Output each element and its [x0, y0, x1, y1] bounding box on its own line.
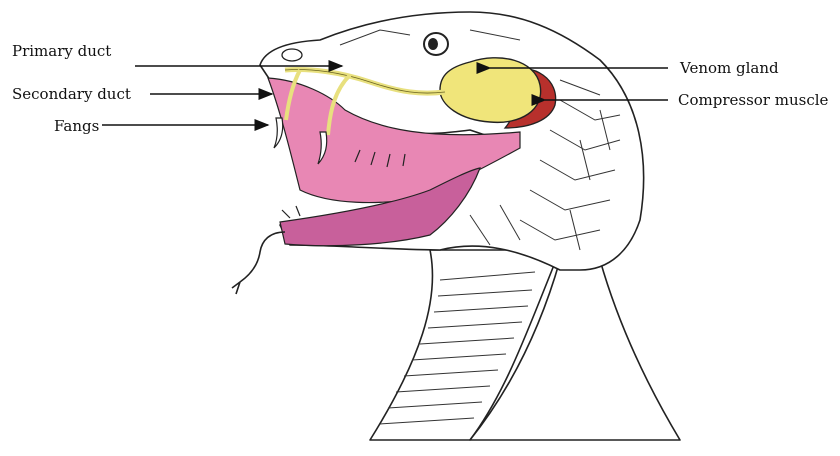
snake-neck — [370, 250, 680, 440]
nostril — [282, 49, 302, 61]
primary-duct-label: Primary duct — [12, 42, 111, 60]
snake-head — [260, 12, 644, 270]
eye — [424, 33, 448, 55]
venom-gland-label: Venom gland — [679, 59, 779, 77]
tongue — [232, 232, 285, 294]
compressor-muscle-label: Compressor muscle — [678, 91, 829, 109]
secondary-duct-label: Secondary duct — [12, 85, 131, 103]
fangs-label: Fangs — [54, 117, 99, 135]
